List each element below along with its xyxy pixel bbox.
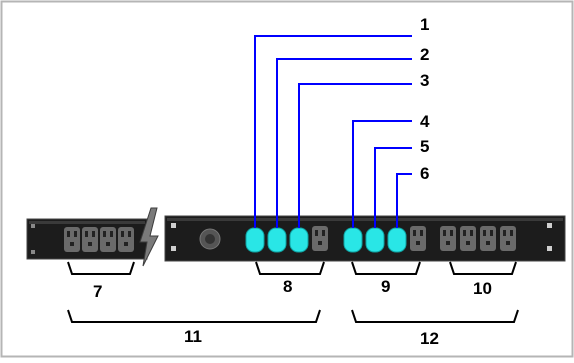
outlet-icon (312, 226, 328, 251)
outlet-icon (440, 226, 456, 251)
callout-10: 10 (473, 279, 492, 298)
outlet-icon (100, 227, 116, 252)
power-switch-icon (199, 228, 221, 250)
leader-line-1 (254, 35, 412, 228)
leader-lines (254, 35, 412, 228)
outlet-icon (82, 227, 98, 252)
mount-screw-icon (547, 223, 552, 228)
outlet-4-highlighted (343, 227, 363, 253)
outlet-icon (118, 227, 134, 252)
mount-screw-icon (171, 246, 176, 251)
leader-line-4 (352, 120, 412, 228)
brackets (67, 261, 519, 323)
mount-screw-icon (171, 223, 176, 228)
callout-5: 5 (420, 137, 429, 156)
main-pdu-strip (164, 215, 566, 262)
callout-6: 6 (420, 164, 429, 183)
mount-screw-icon (31, 250, 35, 254)
leader-line-2 (276, 58, 412, 228)
outlet-6-highlighted (387, 227, 407, 253)
outlet-group-7 (64, 227, 134, 252)
outlet-5-highlighted (365, 227, 385, 253)
mount-screw-icon (31, 224, 35, 228)
bracket-10 (449, 261, 517, 275)
callout-7: 7 (93, 282, 102, 301)
leader-line-5 (374, 147, 412, 228)
outlet-icon (64, 227, 80, 252)
bracket-7 (67, 261, 135, 275)
callout-labels: 1 2 3 4 5 6 7 8 9 10 11 12 (93, 15, 492, 348)
outlet-icon (480, 226, 496, 251)
outlet-2-highlighted (267, 227, 287, 253)
outlet-group-8 (245, 226, 328, 253)
outlet-icon (500, 226, 516, 251)
callout-8: 8 (283, 277, 292, 296)
callout-3: 3 (420, 71, 429, 90)
callout-4: 4 (420, 112, 430, 131)
left-outlet-module (26, 218, 148, 260)
bracket-8 (255, 261, 325, 275)
bracket-12 (351, 309, 519, 323)
outlet-1-highlighted (245, 227, 265, 253)
mount-screw-icon (547, 246, 552, 251)
outlet-3-highlighted (289, 227, 309, 253)
callout-9: 9 (381, 277, 390, 296)
leader-line-3 (298, 83, 412, 228)
callout-2: 2 (420, 45, 429, 64)
bracket-9 (351, 261, 421, 275)
outlet-icon (410, 226, 426, 251)
callout-1: 1 (420, 15, 429, 34)
bracket-11 (67, 309, 321, 323)
outlet-icon (460, 226, 476, 251)
outlet-group-10 (440, 226, 516, 251)
lightning-break-icon (139, 207, 159, 267)
callout-12: 12 (420, 329, 439, 348)
callout-11: 11 (184, 327, 202, 346)
leader-line-6 (396, 173, 412, 228)
